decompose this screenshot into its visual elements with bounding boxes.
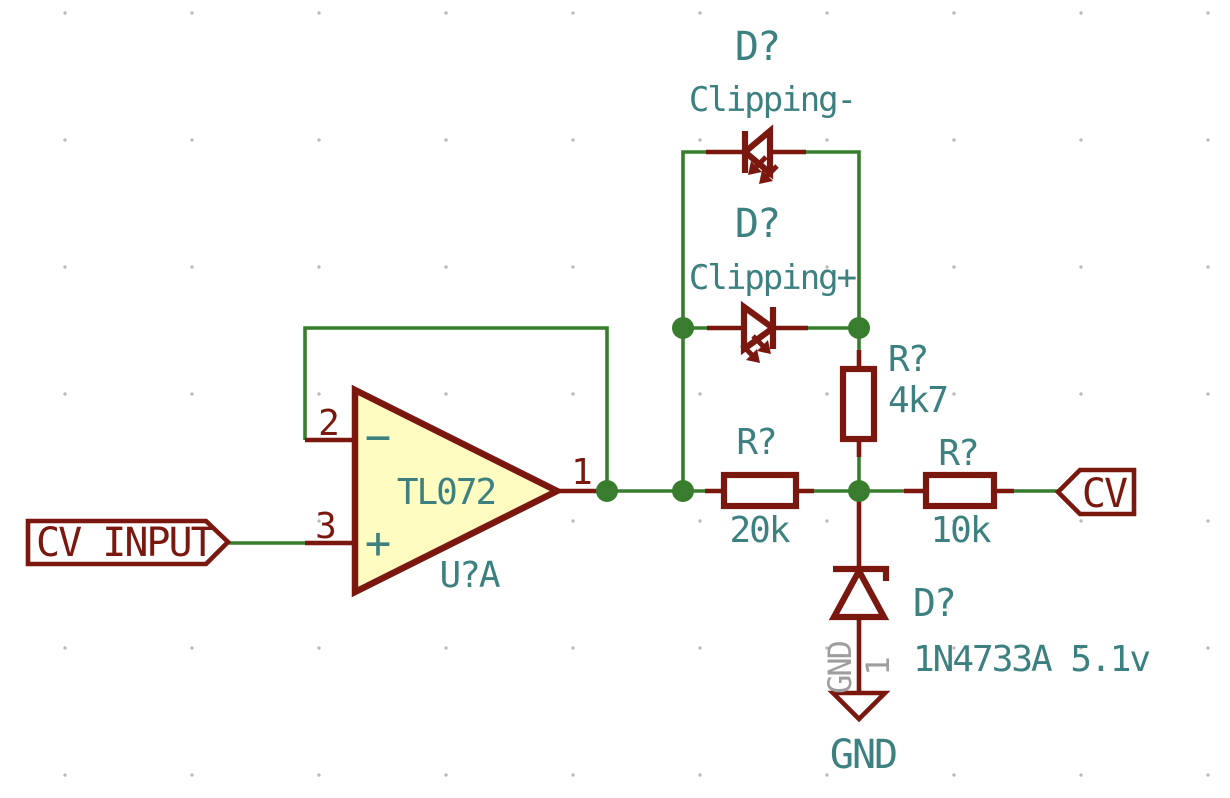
opamp-inverting-sign: − [365, 412, 390, 463]
opamp-symbol[interactable]: TL072 U?A 2 3 1 − + [315, 384, 593, 598]
resistor-20k-ref[interactable]: R? [736, 422, 777, 463]
resistor-4k7-body[interactable] [839, 365, 878, 443]
junction-dot[interactable] [672, 317, 694, 339]
hier-label-cv-input[interactable]: CV_INPUT [25, 518, 232, 567]
gnd-symbol[interactable]: GND 1 GND [821, 641, 898, 778]
resistor-10k-symbol[interactable]: R? 10k [922, 433, 998, 551]
zener-value[interactable]: 1N4733A 5.1v [913, 639, 1151, 680]
led-minus-value[interactable]: Clipping- [689, 80, 857, 120]
wire-feedback[interactable] [303, 326, 609, 491]
zener-triangle[interactable] [828, 564, 890, 621]
opamp-pin1-number: 1 [571, 452, 591, 493]
gnd-triangle[interactable] [827, 690, 891, 723]
resistor-4k7-value[interactable]: 4k7 [888, 380, 949, 421]
hier-label-cv-outline[interactable] [1054, 467, 1137, 517]
junction-dot[interactable] [596, 480, 618, 502]
gnd-label[interactable]: GND [830, 732, 898, 778]
wire-diode-branch-right[interactable] [804, 150, 861, 351]
zener-symbol[interactable]: D? 1N4733A 5.1v [828, 564, 1151, 680]
component-pins [305, 149, 1014, 694]
resistor-20k-symbol[interactable]: R? 20k [720, 422, 800, 551]
opamp-ref[interactable]: U?A [439, 555, 502, 596]
led-minus-emission-arrows [748, 155, 779, 184]
hier-label-cv-input-outline[interactable] [25, 518, 232, 567]
junction-dot[interactable] [848, 317, 870, 339]
opamp-value[interactable]: TL072 [397, 472, 497, 513]
led-minus-ref[interactable]: D? [735, 24, 781, 70]
gnd-hidden-pin-number: 1 [859, 658, 897, 676]
led-plus-ref[interactable]: D? [735, 201, 781, 247]
zener-ref[interactable]: D? [913, 581, 957, 625]
opamp-noninverting-sign: + [365, 518, 390, 569]
junction-dot[interactable] [848, 480, 870, 502]
resistor-20k-value[interactable]: 20k [729, 510, 792, 551]
opamp-pin2-number: 2 [318, 403, 338, 444]
junction-dots [596, 317, 870, 502]
junction-dot[interactable] [672, 480, 694, 502]
led-plus-emission-arrows [740, 334, 771, 363]
resistor-20k-body[interactable] [720, 471, 800, 510]
opamp-pin3-number: 3 [315, 506, 335, 547]
resistor-10k-value[interactable]: 10k [930, 510, 993, 551]
wire-diode-branch-left[interactable] [681, 150, 708, 491]
zener-cathode-bar[interactable] [833, 565, 890, 581]
gnd-hidden-pin-name: GND [821, 641, 859, 694]
opamp-triangle[interactable] [351, 384, 565, 598]
led-plus-value[interactable]: Clipping+ [689, 258, 859, 298]
resistor-10k-ref[interactable]: R? [938, 433, 979, 474]
resistor-4k7-ref[interactable]: R? [888, 339, 929, 380]
hier-label-cv-input-text[interactable]: CV_INPUT [36, 520, 217, 566]
hier-label-cv[interactable]: CV [1054, 467, 1137, 517]
resistor-10k-body[interactable] [922, 471, 998, 510]
hier-label-cv-text[interactable]: CV [1082, 471, 1129, 517]
resistor-4k7-symbol[interactable]: R? 4k7 [839, 339, 949, 443]
led-clipping-minus-symbol[interactable]: D? Clipping- [689, 24, 857, 184]
led-clipping-plus-symbol[interactable]: D? Clipping+ [689, 201, 859, 363]
